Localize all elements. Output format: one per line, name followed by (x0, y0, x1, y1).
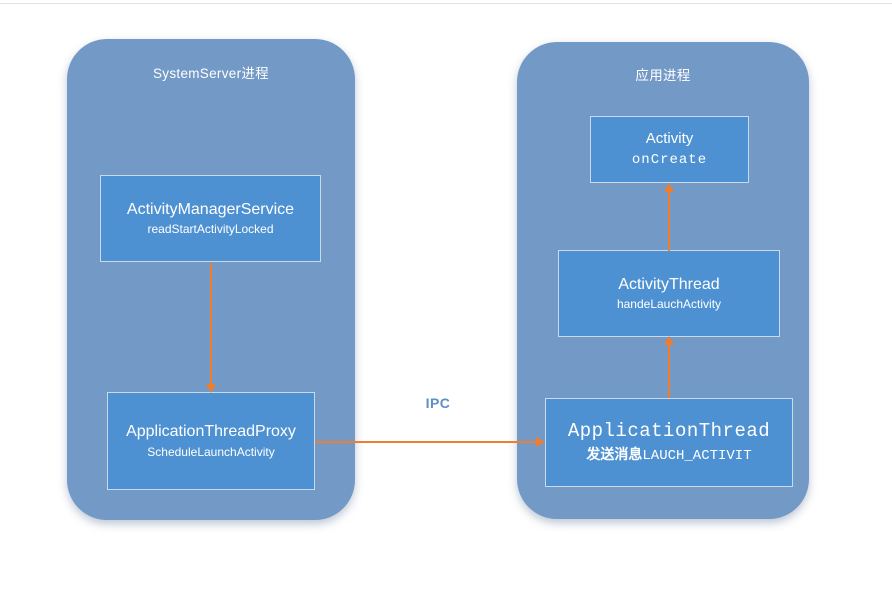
arrow-appthread-to-activitythread-head (664, 336, 674, 345)
box-subtitle-chinese: 发送消息 (586, 445, 643, 462)
arrow-activitythread-to-activity-head (664, 183, 674, 192)
process-title-systemserver: SystemServer进程 (153, 66, 269, 81)
box-activity-manager-service: ActivityManagerService readStartActivity… (100, 175, 321, 262)
process-container-app: 应用进程 Activity onCreate ActivityThread ha… (517, 42, 809, 519)
arrow-ipc-head (536, 437, 545, 447)
process-title-app: 应用进程 (635, 68, 691, 83)
box-application-thread: ApplicationThread 发送消息LAUCH_ACTIVIT (545, 398, 793, 487)
box-title: Activity (645, 130, 694, 148)
top-divider-line (0, 3, 892, 4)
arrow-appthread-to-activitythread-line (668, 344, 670, 398)
box-subtitle: ScheduleLaunchActivity (147, 444, 275, 459)
arrow-ipc-line (315, 441, 537, 443)
box-subtitle: handeLauchActivity (616, 297, 722, 312)
box-title: ApplicationThreadProxy (126, 423, 296, 441)
box-title: ActivityManagerService (126, 200, 295, 218)
box-subtitle: 发送消息LAUCH_ACTIVIT (586, 445, 752, 464)
box-title: ActivityThread (618, 275, 720, 293)
box-activity: Activity onCreate (590, 116, 749, 183)
box-subtitle: readStartActivityLocked (147, 222, 274, 237)
box-activity-thread: ActivityThread handeLauchActivity (558, 250, 780, 337)
ipc-label: IPC (425, 395, 451, 411)
arrow-ams-to-proxy-head (206, 384, 216, 393)
box-title: ApplicationThread (567, 419, 771, 442)
arrow-ams-to-proxy-line (210, 263, 212, 385)
process-container-systemserver: SystemServer进程 ActivityManagerService re… (67, 39, 355, 520)
box-application-thread-proxy: ApplicationThreadProxy ScheduleLaunchAct… (107, 392, 315, 490)
box-subtitle: onCreate (631, 151, 708, 168)
arrow-activitythread-to-activity-line (668, 191, 670, 251)
box-subtitle-code: LAUCH_ACTIVIT (642, 447, 752, 464)
